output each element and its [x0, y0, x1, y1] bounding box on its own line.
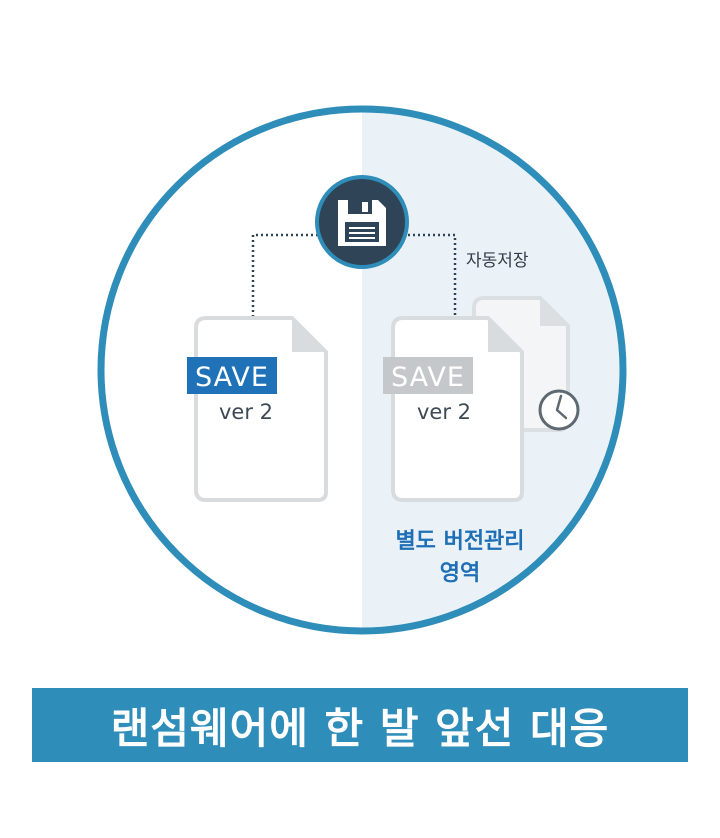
save-tag	[187, 357, 277, 394]
save-tag-auto	[383, 357, 473, 394]
save-tag-label: SAVE	[195, 362, 269, 393]
version-area-label-line2: 영역	[440, 561, 480, 586]
version-area-label-line1: 별도 버전관리	[395, 529, 524, 554]
auto-save-label: 자동저장	[466, 251, 529, 271]
version-label: ver 2	[219, 400, 273, 424]
floppy-disk-icon	[315, 175, 409, 269]
headline-text: 랜섬웨어에 한 발 앞선 대응	[110, 703, 610, 753]
headline-banner: 랜섬웨어에 한 발 앞선 대응	[32, 688, 688, 762]
circle-ring	[97, 105, 627, 635]
save-tag-auto-label: SAVE	[391, 362, 465, 393]
backup-diagram: SAVE ver 2 SAVE ver 2 자동저장 별도 버전관리 영역	[97, 105, 627, 635]
version-label-auto: ver 2	[417, 400, 471, 424]
clock-icon	[538, 389, 580, 431]
connector-lines	[251, 233, 457, 330]
